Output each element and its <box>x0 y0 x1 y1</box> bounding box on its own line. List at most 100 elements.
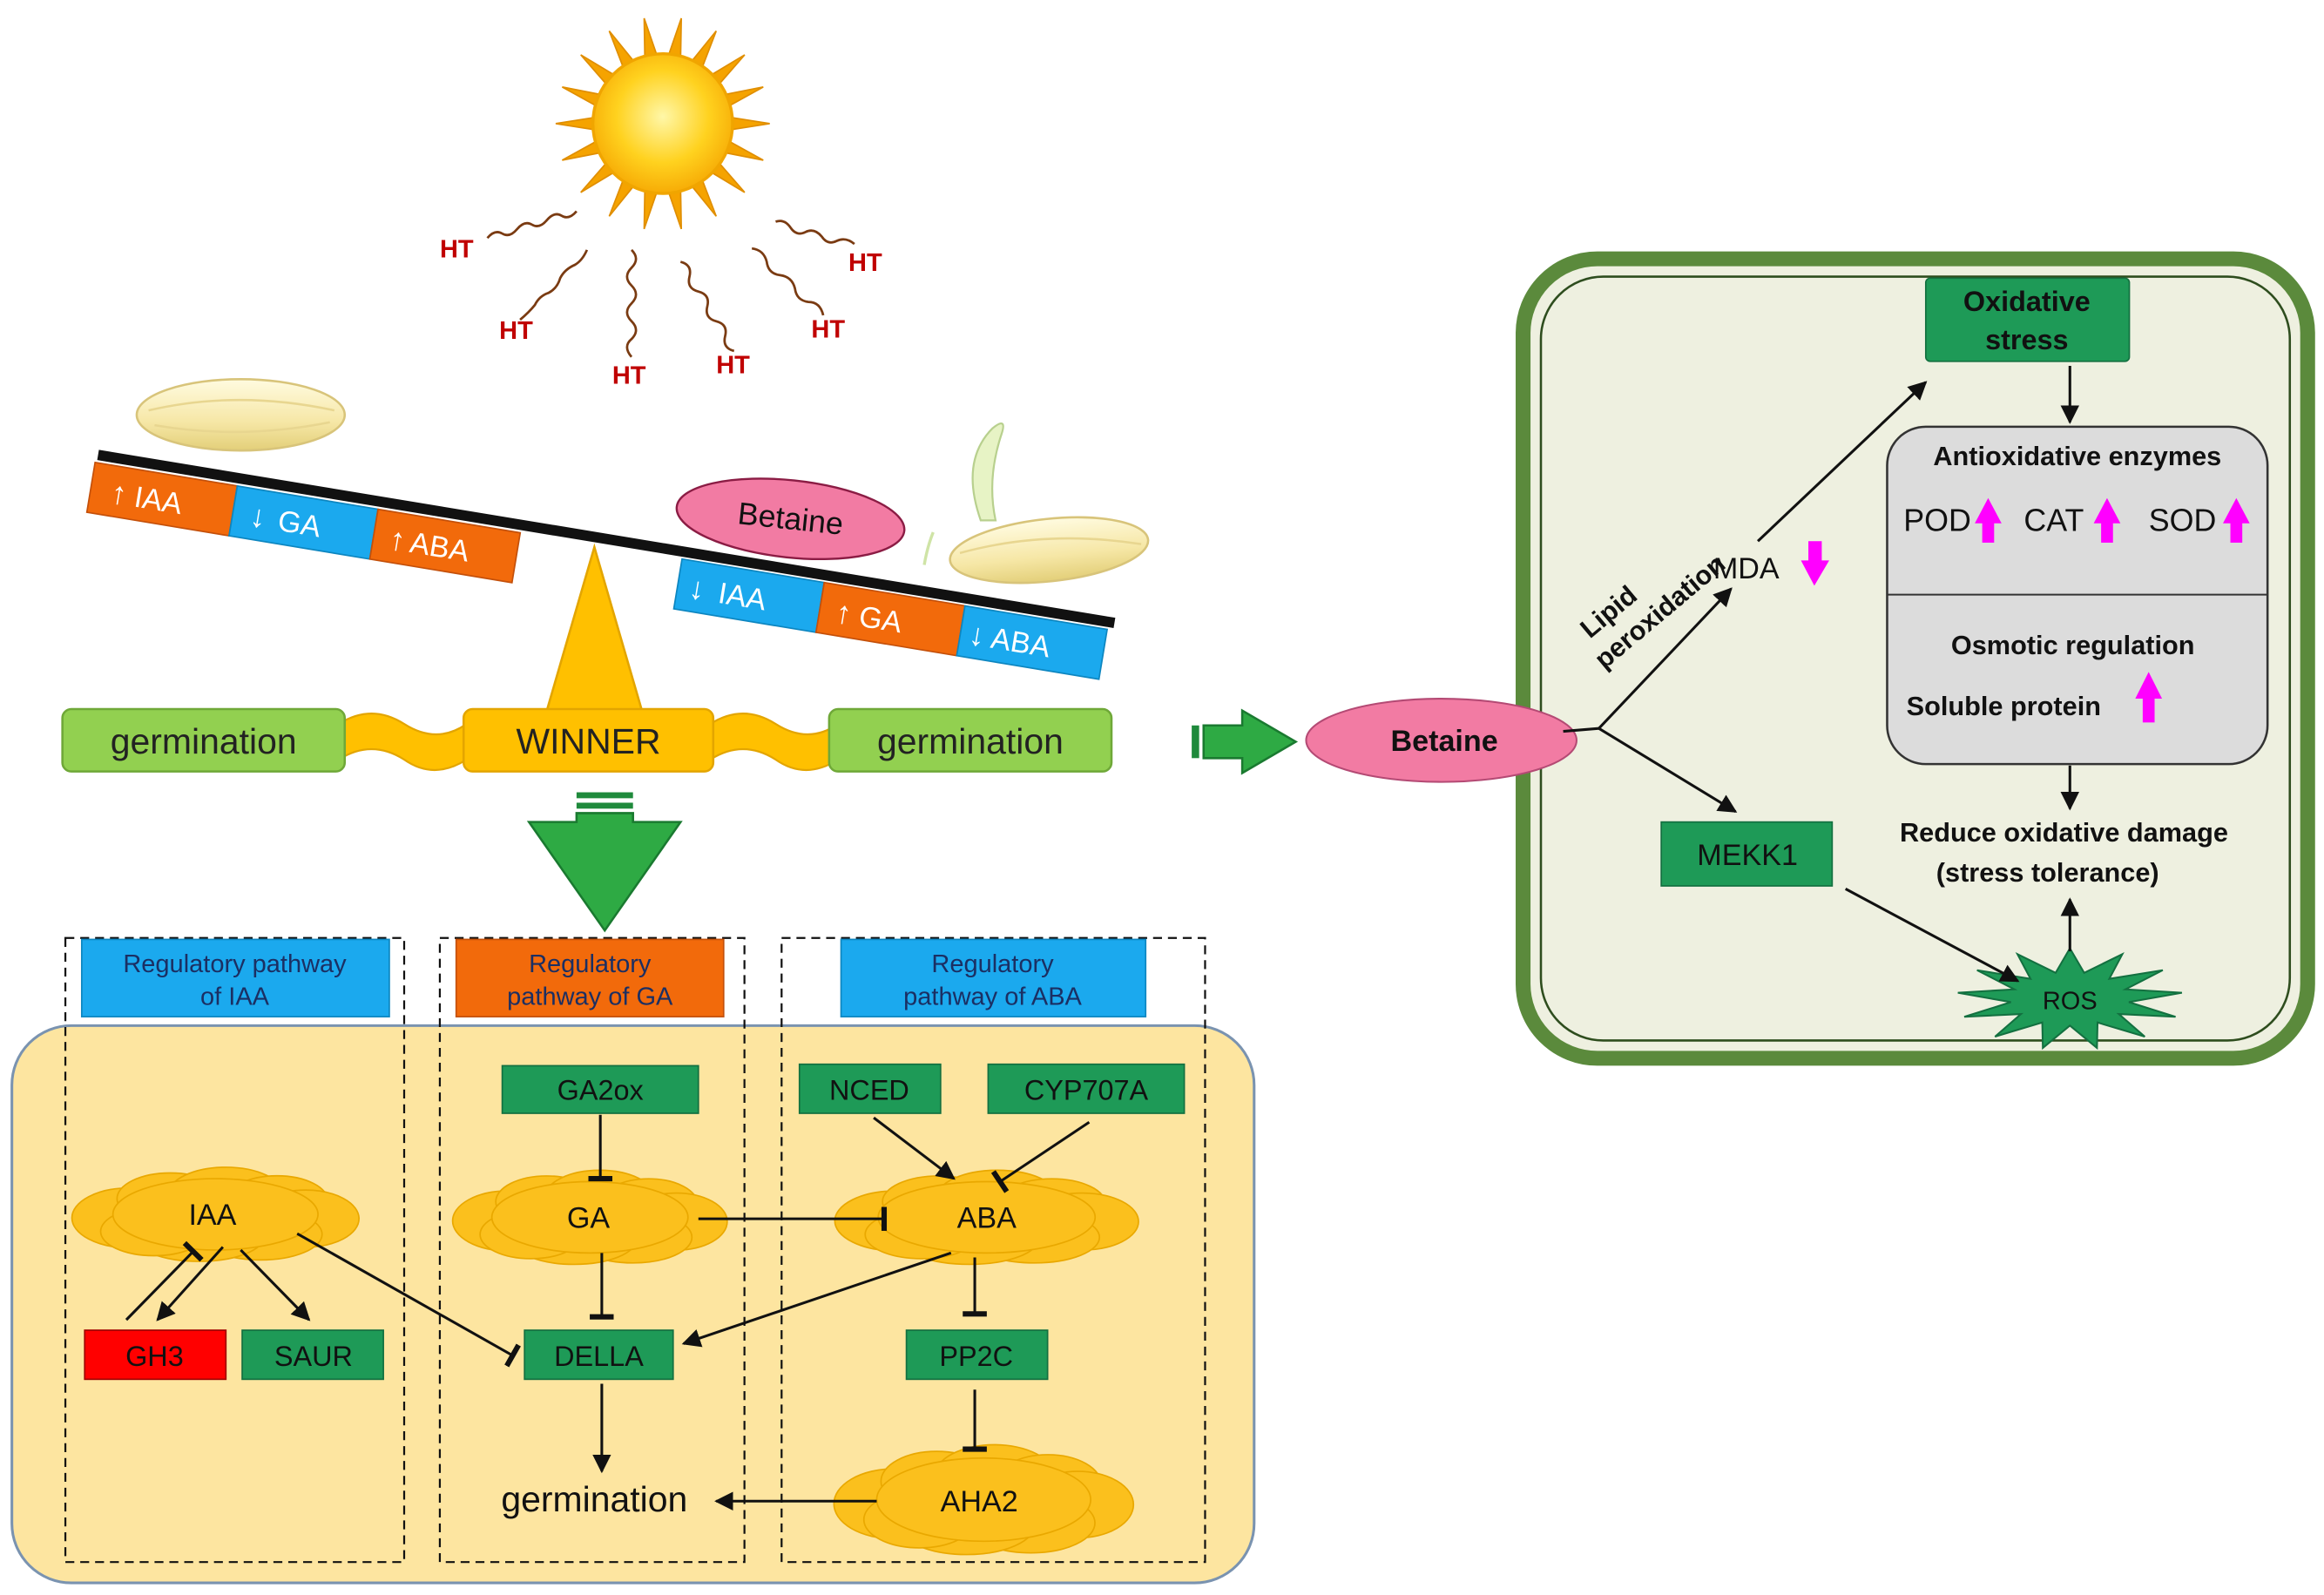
down-arrow-icon <box>526 792 683 933</box>
edge-aba-della <box>681 1251 952 1348</box>
sod-up-arrow-icon <box>2223 497 2250 543</box>
aba-cloud <box>834 1169 1139 1266</box>
ht-label: HT <box>848 249 882 277</box>
pathway-edges <box>125 1114 1091 1511</box>
edge-mekk1-ros <box>1844 888 2020 983</box>
ros-burst-icon <box>1957 946 2183 1051</box>
ht-label: HT <box>440 235 474 263</box>
left-iaa-label: IAA <box>132 481 185 522</box>
edge-cyp707a-aba <box>990 1120 1091 1193</box>
iaa-pathway-title-box <box>80 938 390 1017</box>
winner-row: germination WINNER germination <box>61 707 1113 773</box>
iaa-cloud <box>71 1166 360 1262</box>
edge-nced-aba <box>873 1116 956 1180</box>
dormant-seed-image <box>135 378 347 452</box>
reduce-damage-label: Reduce oxidative damage <box>1900 817 2228 848</box>
balance-scale: ↑ IAA ↓ GA ↑ ABA ↓ IAA ↑ GA ↓ ABA Bet <box>85 449 1116 712</box>
saur-box <box>241 1329 384 1381</box>
antioxidative-title: Antioxidative enzymes <box>1933 441 2221 471</box>
edge-iaa-della <box>296 1232 521 1368</box>
sod-label: SOD <box>2149 503 2217 537</box>
ht-label: HT <box>499 317 533 345</box>
left-ga-label: GA <box>275 504 323 544</box>
ga-cloud <box>451 1169 728 1266</box>
della-label: DELLA <box>554 1341 644 1372</box>
ga2ox-box <box>501 1064 699 1114</box>
oxidative-stress-box <box>1924 277 2131 362</box>
saur-label: SAUR <box>274 1341 353 1372</box>
cyp707a-box <box>987 1063 1186 1114</box>
edge-mda-oxidative-stress <box>1757 381 1928 543</box>
ht-label: HT <box>716 351 750 379</box>
right-ga-label: GA <box>856 600 904 640</box>
edge-lipid-mda <box>1598 587 1733 730</box>
iaa-dashed-region <box>64 936 406 1564</box>
pod-up-arrow-icon <box>1975 497 2002 543</box>
right-iaa-label: IAA <box>716 577 769 618</box>
mekk1-label: MEKK1 <box>1697 839 1798 872</box>
nced-label: NCED <box>829 1075 909 1106</box>
osmotic-title: Osmotic regulation <box>1951 630 2195 660</box>
sun-ray <box>643 188 659 230</box>
ga-dashed-region <box>438 936 746 1564</box>
della-box <box>524 1329 674 1381</box>
fulcrum <box>545 543 644 712</box>
aba-pathway-title-box <box>840 938 1147 1017</box>
edge-iaa-saur <box>240 1248 311 1321</box>
sun-ray <box>667 188 683 230</box>
sun-ray <box>730 116 770 131</box>
sun-ray <box>643 17 659 59</box>
betaine-node <box>1305 698 1577 783</box>
iaa-node-label: IAA <box>188 1199 236 1232</box>
ht-label: HT <box>811 316 845 344</box>
soluble-protein-up-arrow-icon <box>2135 672 2163 723</box>
pod-label: POD <box>1903 503 1971 537</box>
ga-node-label: GA <box>567 1201 611 1234</box>
pp2c-box <box>905 1329 1049 1381</box>
mda-down-arrow-icon <box>1800 541 1829 586</box>
mekk1-box <box>1660 821 1834 887</box>
ros-label: ROS <box>2043 988 2098 1016</box>
heat-labels: HT HT HT HT HT HT <box>440 235 882 389</box>
germination-left-label: germination <box>111 721 297 761</box>
ga2ox-label: GA2ox <box>557 1075 644 1106</box>
left-hormone-bar: ↑ IAA ↓ GA ↑ ABA <box>85 461 522 584</box>
germination-right-label: germination <box>877 721 1064 761</box>
germination-output-label: germination <box>501 1479 687 1519</box>
gh3-box <box>84 1329 227 1381</box>
sun-ray <box>667 17 683 59</box>
soluble-protein-label: Soluble protein <box>1907 691 2101 721</box>
nced-box <box>798 1063 942 1114</box>
germination-left-pill <box>61 707 347 773</box>
cat-label: CAT <box>2023 503 2084 537</box>
cat-up-arrow-icon <box>2093 497 2121 543</box>
heat-waves <box>486 210 855 358</box>
edge-iaa-gh3 <box>156 1246 225 1321</box>
aha2-node-label: AHA2 <box>941 1485 1018 1518</box>
sun-ray <box>555 116 596 131</box>
germinating-seed-image <box>922 422 1150 585</box>
germination-right-pill <box>828 707 1113 773</box>
aba-dashed-region <box>780 936 1206 1564</box>
gh3-label: GH3 <box>125 1341 184 1372</box>
winner-label: WINNER <box>517 721 661 761</box>
stress-tolerance-label: (stress tolerance) <box>1936 857 2159 888</box>
edge-gh3-iaa <box>125 1240 204 1321</box>
betaine-node-label: Betaine <box>1391 725 1498 758</box>
edge-betaine-mekk1 <box>1598 727 1738 814</box>
ht-label: HT <box>612 362 646 389</box>
ga-pathway-title-box <box>455 938 725 1017</box>
aha2-cloud <box>833 1443 1135 1556</box>
right-arrow-icon <box>1192 708 1299 775</box>
mda-label: MDA <box>1713 552 1780 585</box>
aba-node-label: ABA <box>957 1201 1017 1234</box>
edge-betaine-junction <box>1563 727 1599 733</box>
